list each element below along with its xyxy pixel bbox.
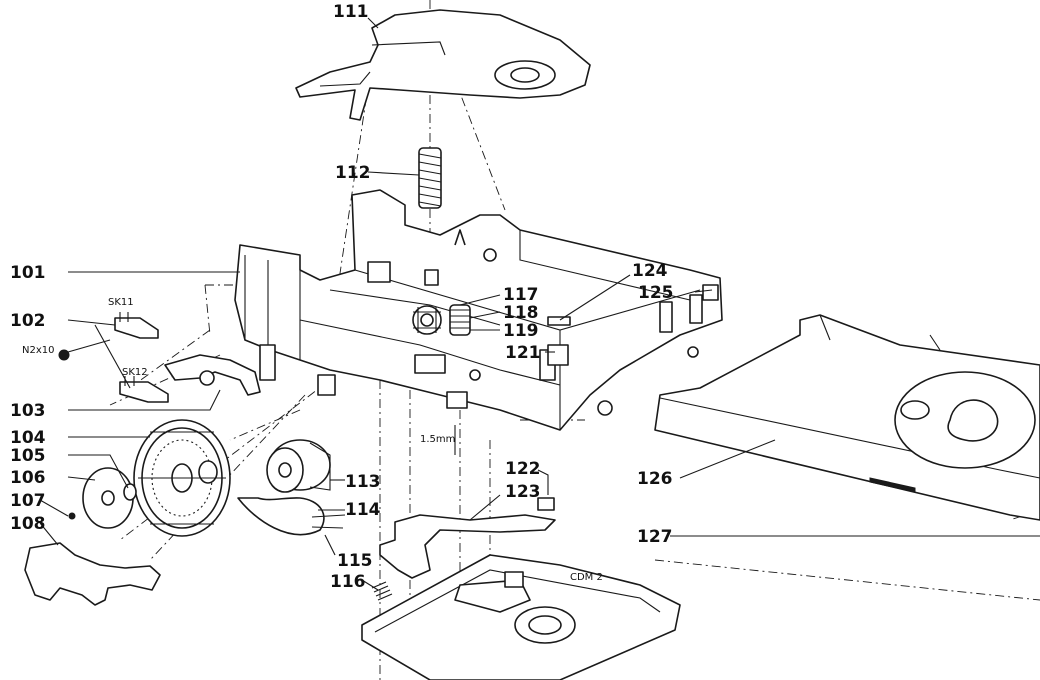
callout-115: 115 xyxy=(337,551,373,571)
belt-115 xyxy=(237,497,346,536)
callout-125: 125 xyxy=(638,283,674,303)
leader-lines xyxy=(39,17,1040,591)
slide-lever-123 xyxy=(379,497,556,579)
disc-tray-126 xyxy=(654,314,1040,521)
module-label: CDM 2 xyxy=(570,572,603,583)
callout-116: 116 xyxy=(330,572,366,592)
callout-111: 111 xyxy=(333,2,369,22)
callout-106: 106 xyxy=(10,468,46,488)
chassis-frame-101 xyxy=(234,189,723,431)
callout-104: 104 xyxy=(10,428,46,448)
gap-label: 1.5mm xyxy=(420,434,455,445)
cd-mechanism-module xyxy=(361,554,681,680)
callout-108: 108 xyxy=(10,514,46,534)
callout-112: 112 xyxy=(335,163,371,183)
callout-124: 124 xyxy=(632,261,668,281)
gear-assembly-117-119 xyxy=(412,304,471,336)
callout-123: 123 xyxy=(505,482,541,502)
annotations: SK11 SK12 N2x10 1.5mm CDM 2 xyxy=(22,297,603,583)
switches-102 xyxy=(58,312,169,403)
callout-102: 102 xyxy=(10,311,46,331)
callout-113: 113 xyxy=(345,472,381,492)
callout-122: 122 xyxy=(505,459,541,479)
motor-113 xyxy=(266,439,331,493)
switch-sk11-label: SK11 xyxy=(108,297,134,308)
callout-119: 119 xyxy=(503,321,539,341)
bracket-108 xyxy=(24,542,161,606)
clips-121-124-125 xyxy=(547,284,719,366)
callout-126: 126 xyxy=(637,469,673,489)
pulley-106 xyxy=(68,467,137,529)
callout-114: 114 xyxy=(345,500,381,520)
callout-121: 121 xyxy=(505,343,541,363)
screw-label: N2x10 xyxy=(22,345,55,356)
callout-101: 101 xyxy=(10,263,46,283)
callout-103: 103 xyxy=(10,401,46,421)
callout-127: 127 xyxy=(637,527,673,547)
callout-105: 105 xyxy=(10,446,46,466)
spring-116 xyxy=(371,581,393,601)
callout-118: 118 xyxy=(503,303,539,323)
switch-sk12-label: SK12 xyxy=(122,367,148,378)
callout-117: 117 xyxy=(503,285,539,305)
callout-107: 107 xyxy=(10,491,46,511)
lever-103 xyxy=(164,354,261,396)
callout-labels: 111 112 101 102 103 104 105 106 107 108 … xyxy=(10,2,674,592)
spring-112 xyxy=(418,147,442,209)
drive-wheel-104 xyxy=(133,419,231,537)
clamp-bracket-111 xyxy=(295,9,591,121)
